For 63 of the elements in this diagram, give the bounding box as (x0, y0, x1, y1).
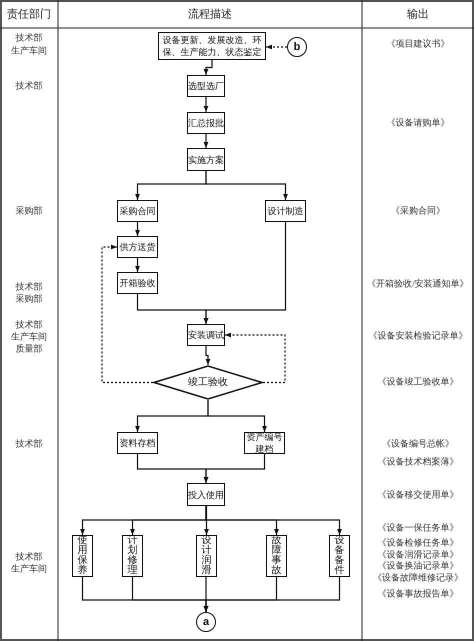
arrow (207, 400, 267, 432)
department-name: 生产车间 (11, 330, 47, 344)
arrow (204, 60, 213, 75)
process-box: 使用保养 (72, 535, 93, 577)
output-document: 《设备编号总帐》 (382, 438, 454, 450)
output-document: 《设备换油记录单》 (378, 560, 458, 572)
output-document: 《开箱验收/安装通知单》 (367, 278, 469, 290)
arrow (205, 346, 210, 365)
dashed-arrow (225, 332, 286, 384)
department-name: 技术部 (16, 550, 42, 564)
department-name: 生产车间 (11, 44, 47, 58)
output-document: 《设备竣工验收单》 (378, 376, 458, 388)
output-document: 《采购合同》 (391, 204, 445, 218)
department-name: 技术部 (16, 438, 42, 450)
arrow (135, 258, 140, 272)
arrow (204, 577, 340, 612)
process-box: 实施方案 (187, 148, 225, 171)
dashed-arrow (101, 244, 153, 384)
output-document: 《项目建议书》 (386, 38, 450, 50)
process-box: 安装调试 (187, 324, 225, 346)
output-document: 《设备润滑记录单》 (378, 548, 458, 561)
department-name: 技术部 (16, 32, 42, 44)
process-box: 汇总报批 (187, 112, 225, 134)
process-box: 选型选厂 (187, 75, 225, 97)
process-box: 供方送货 (117, 236, 158, 258)
arrow (205, 171, 288, 200)
process-box: 设备更新、发展改造、环保、生产能力、状态鉴定 (158, 32, 266, 60)
arrow (204, 454, 266, 483)
connector-circle: b (287, 37, 307, 57)
department-name: 技术部 (16, 80, 42, 92)
arrow (204, 222, 286, 324)
output-document: 《设备一保任务单》 (378, 522, 458, 534)
process-box: 开箱验收 (117, 272, 158, 294)
department-name: 质量部 (16, 342, 42, 356)
output-document: 《设备技术档案薄》 (378, 456, 458, 468)
column-header: 责任部门 (7, 7, 51, 22)
department-name: 采购部 (16, 292, 42, 306)
process-box: 投入使用 (187, 483, 225, 506)
output-document: 《设备检修任务单》 (378, 536, 458, 550)
column-header: 流程描述 (188, 7, 232, 22)
process-box: 设计制造 (265, 200, 306, 222)
dashed-arrow (266, 44, 287, 50)
process-box: 资产编号建档 (244, 432, 285, 454)
department-name: 生产车间 (11, 562, 47, 576)
process-box: 采购合同 (117, 200, 158, 222)
output-document: 《设备安装检验记录单》 (368, 330, 468, 342)
decision-diamond: 竣工验收 (153, 365, 263, 400)
output-document: 《设备请购单》 (386, 116, 450, 130)
department-name: 技术部 (16, 280, 42, 294)
arrow (204, 506, 209, 535)
connector-circle: a (196, 612, 216, 632)
arrow (205, 506, 342, 535)
department-name: 技术部 (16, 318, 42, 332)
arrow (204, 97, 208, 112)
department-name: 采购部 (16, 204, 42, 218)
arrow (135, 222, 140, 236)
output-document: 《设备移交使用单》 (378, 488, 458, 502)
process-box: 故障事故 (266, 535, 287, 577)
process-box: 资料存档 (117, 432, 158, 454)
output-document: 《设备故障维修记录》 (373, 572, 463, 584)
output-document: 《设备事故报告单》 (378, 588, 458, 600)
column-header: 输出 (407, 8, 429, 22)
arrow (204, 134, 208, 148)
